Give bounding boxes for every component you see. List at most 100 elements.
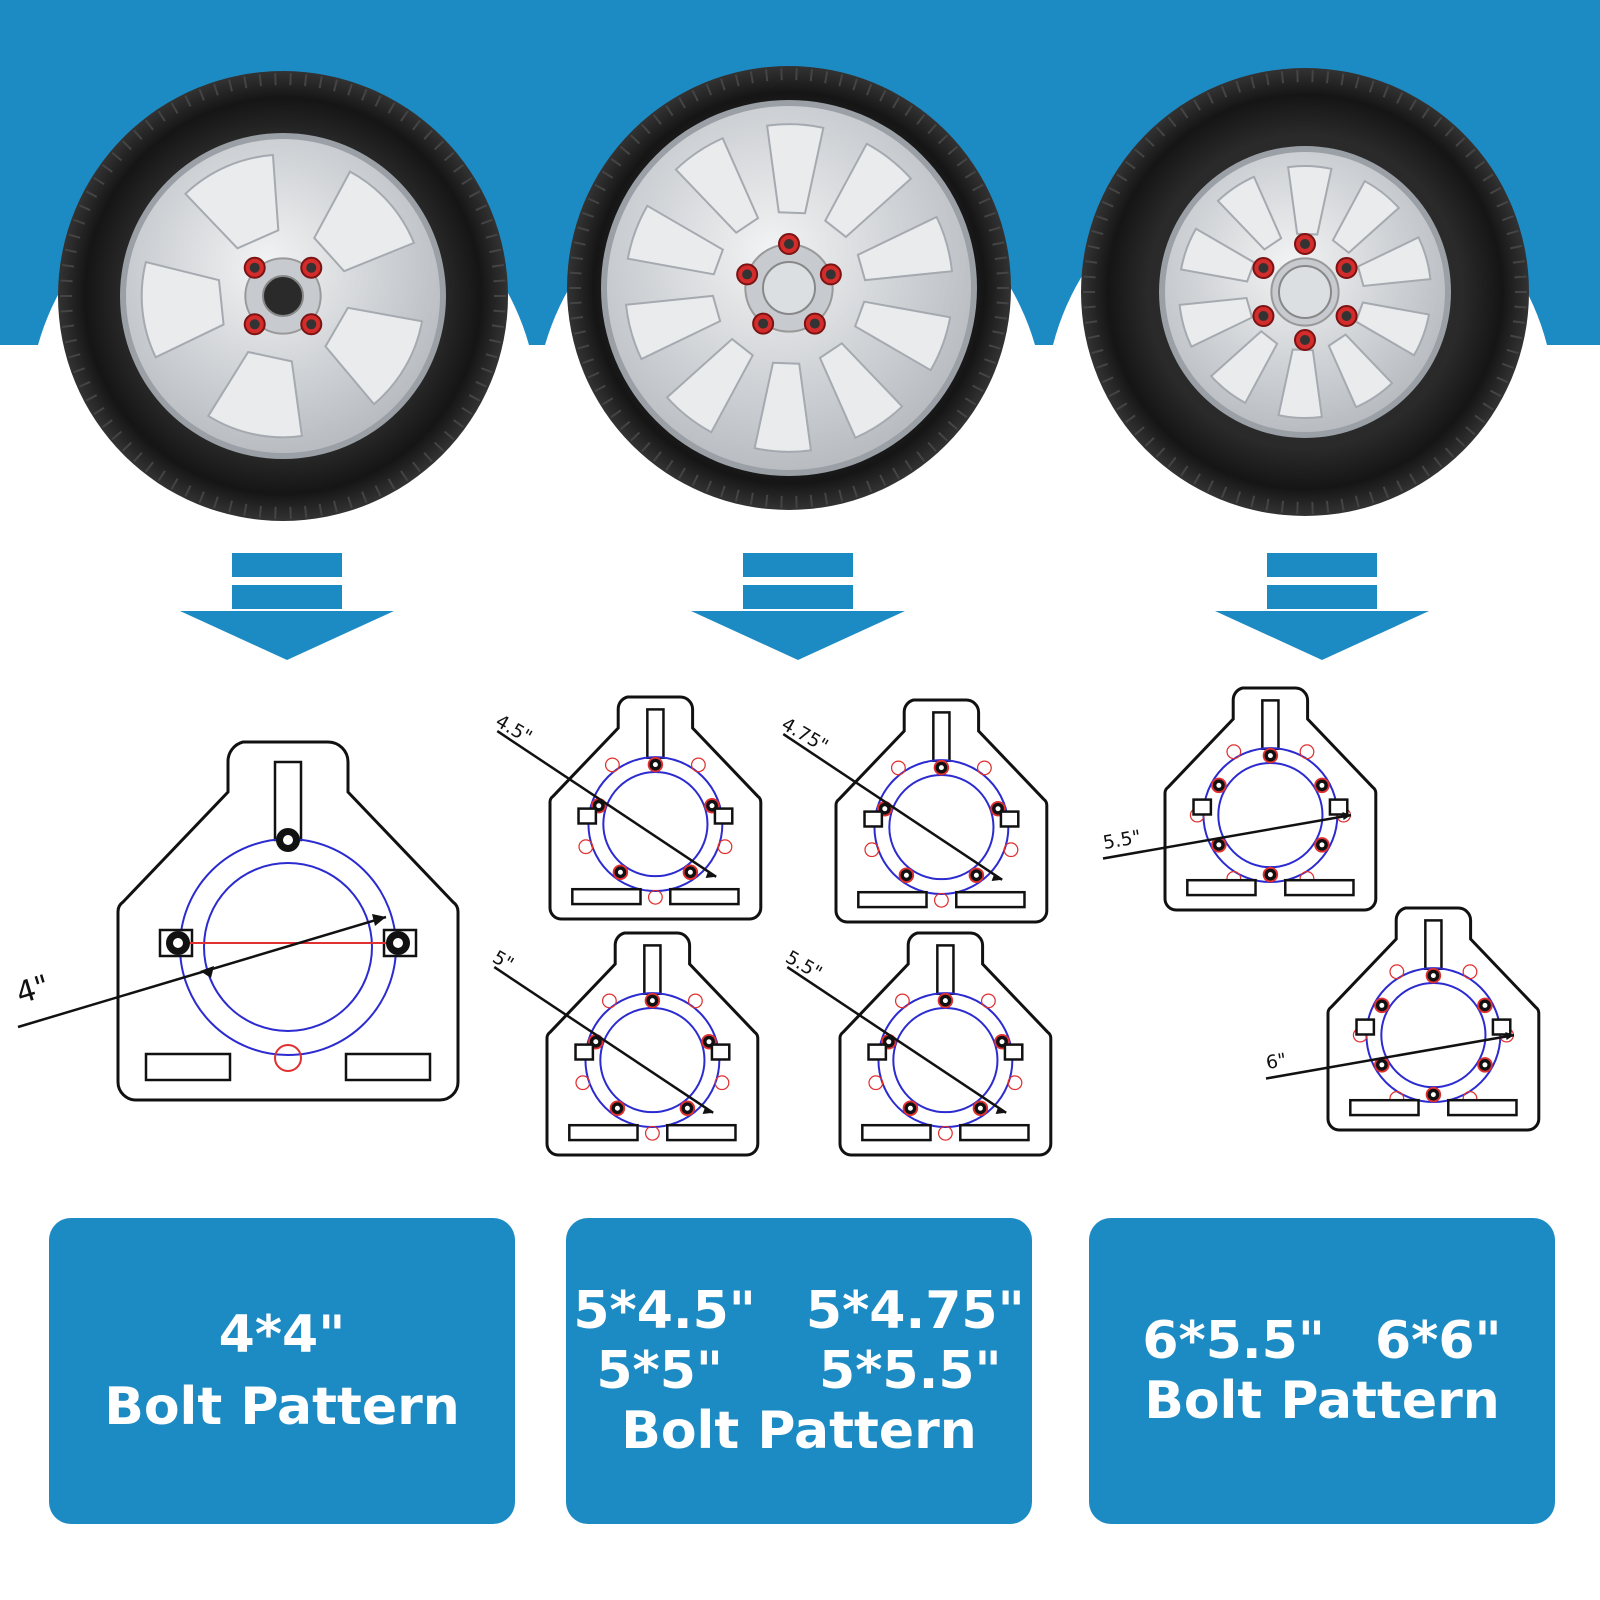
bolt-hole-center: [649, 998, 655, 1004]
rim-window: [1209, 329, 1279, 405]
tread-mark: [665, 459, 674, 471]
bolt-hole-center: [173, 938, 183, 948]
slot: [666, 1123, 737, 1142]
bolt-hole-center: [903, 872, 909, 878]
template-6-lug: 5.5": [1101, 686, 1378, 912]
tread-mark: [956, 409, 968, 419]
tread-mark: [964, 170, 977, 179]
lug-nut-center: [825, 269, 836, 280]
arrow-bar: [232, 585, 342, 609]
rim-window: [856, 215, 954, 282]
tread-mark: [1514, 305, 1527, 309]
rim-window: [624, 294, 722, 361]
slot: [1192, 798, 1213, 816]
center-cap: [1278, 265, 1332, 319]
wheel-5-lug-icon: [567, 66, 1011, 510]
reference-hole: [647, 889, 663, 905]
tread-mark: [1354, 495, 1360, 508]
tread-mark: [1206, 480, 1214, 492]
pattern-6x5.5-label: 6*5.5": [1142, 1311, 1325, 1371]
slot: [955, 890, 1026, 909]
tread-mark: [892, 96, 900, 109]
tread-mark: [228, 500, 233, 513]
slot: [344, 1052, 432, 1082]
tread-mark: [1325, 500, 1330, 513]
tread-mark: [361, 88, 368, 101]
arrow-bar: [743, 553, 853, 577]
reference-hole: [1389, 964, 1405, 980]
rim-window: [823, 142, 913, 239]
bolt-hole-center: [1216, 842, 1222, 848]
tread-mark: [493, 279, 506, 283]
down-arrow-icon: [691, 553, 905, 660]
tread-mark: [184, 95, 192, 107]
reference-hole: [274, 1044, 302, 1072]
tread-mark: [1096, 215, 1109, 222]
bolt-hole-center: [617, 869, 623, 875]
slot: [1349, 1098, 1420, 1117]
tread-mark: [468, 190, 481, 198]
reference-hole: [575, 1075, 591, 1091]
slot: [1447, 1098, 1518, 1117]
tread-mark: [493, 309, 506, 313]
reference-hole: [976, 760, 992, 776]
tread-mark: [916, 451, 926, 462]
dimension-arrow: [995, 1107, 1007, 1115]
bolt-hole-center: [1267, 753, 1273, 759]
tread-mark: [1220, 486, 1228, 499]
tread-mark: [1087, 334, 1100, 340]
rim-window: [853, 300, 952, 372]
reference-hole: [1462, 964, 1478, 980]
reference-hole: [717, 839, 733, 855]
lug-nut-center: [784, 239, 794, 249]
tread-mark: [571, 256, 584, 261]
rim-window: [818, 341, 904, 440]
tread-mark: [1510, 244, 1523, 250]
dimension-line: [786, 966, 1007, 1114]
tread-mark: [60, 279, 73, 283]
slot: [861, 1123, 932, 1142]
tread-mark: [1496, 376, 1509, 384]
slot: [1424, 919, 1443, 971]
tread-mark: [594, 183, 606, 192]
tread-mark: [1091, 348, 1104, 355]
tread-mark: [879, 474, 887, 487]
tread-mark: [1101, 376, 1114, 384]
slot: [643, 944, 662, 996]
tread-mark: [62, 324, 75, 329]
tread-mark: [347, 83, 353, 96]
lug-nut-center: [1300, 239, 1310, 249]
tread-mark: [641, 441, 651, 453]
tread-mark: [937, 134, 948, 145]
slot: [571, 887, 642, 906]
dimension-label: 5": [489, 947, 517, 975]
bolt-hole-center: [1319, 782, 1325, 788]
reference-hole: [933, 892, 949, 908]
dimension-arrow: [1342, 812, 1351, 821]
top-band: [0, 0, 1600, 345]
tread-mark: [184, 485, 192, 497]
tread-mark: [1482, 402, 1494, 411]
tread-mark: [304, 505, 308, 518]
reference-hole: [690, 757, 706, 773]
tread-mark: [1250, 495, 1256, 508]
slot: [710, 1043, 731, 1061]
rim-window: [324, 306, 424, 406]
tread-mark: [1085, 260, 1098, 264]
tread-mark: [121, 140, 132, 151]
tread-mark: [318, 503, 323, 516]
tread-mark: [1116, 402, 1128, 411]
tread-mark: [630, 431, 641, 442]
tread-mark: [1501, 362, 1514, 369]
slot: [867, 1043, 888, 1061]
template-outline: [838, 931, 1053, 1157]
tread-mark: [1421, 107, 1430, 119]
bolt-hole-center: [687, 869, 693, 875]
pattern-5x5-label: 5*5": [596, 1341, 724, 1401]
tread-mark: [641, 123, 651, 135]
slot: [574, 1043, 595, 1061]
tread-mark: [453, 164, 464, 173]
template-outline: [1163, 686, 1378, 912]
dimension-line: [782, 733, 1003, 881]
arrow-bar: [232, 553, 342, 577]
